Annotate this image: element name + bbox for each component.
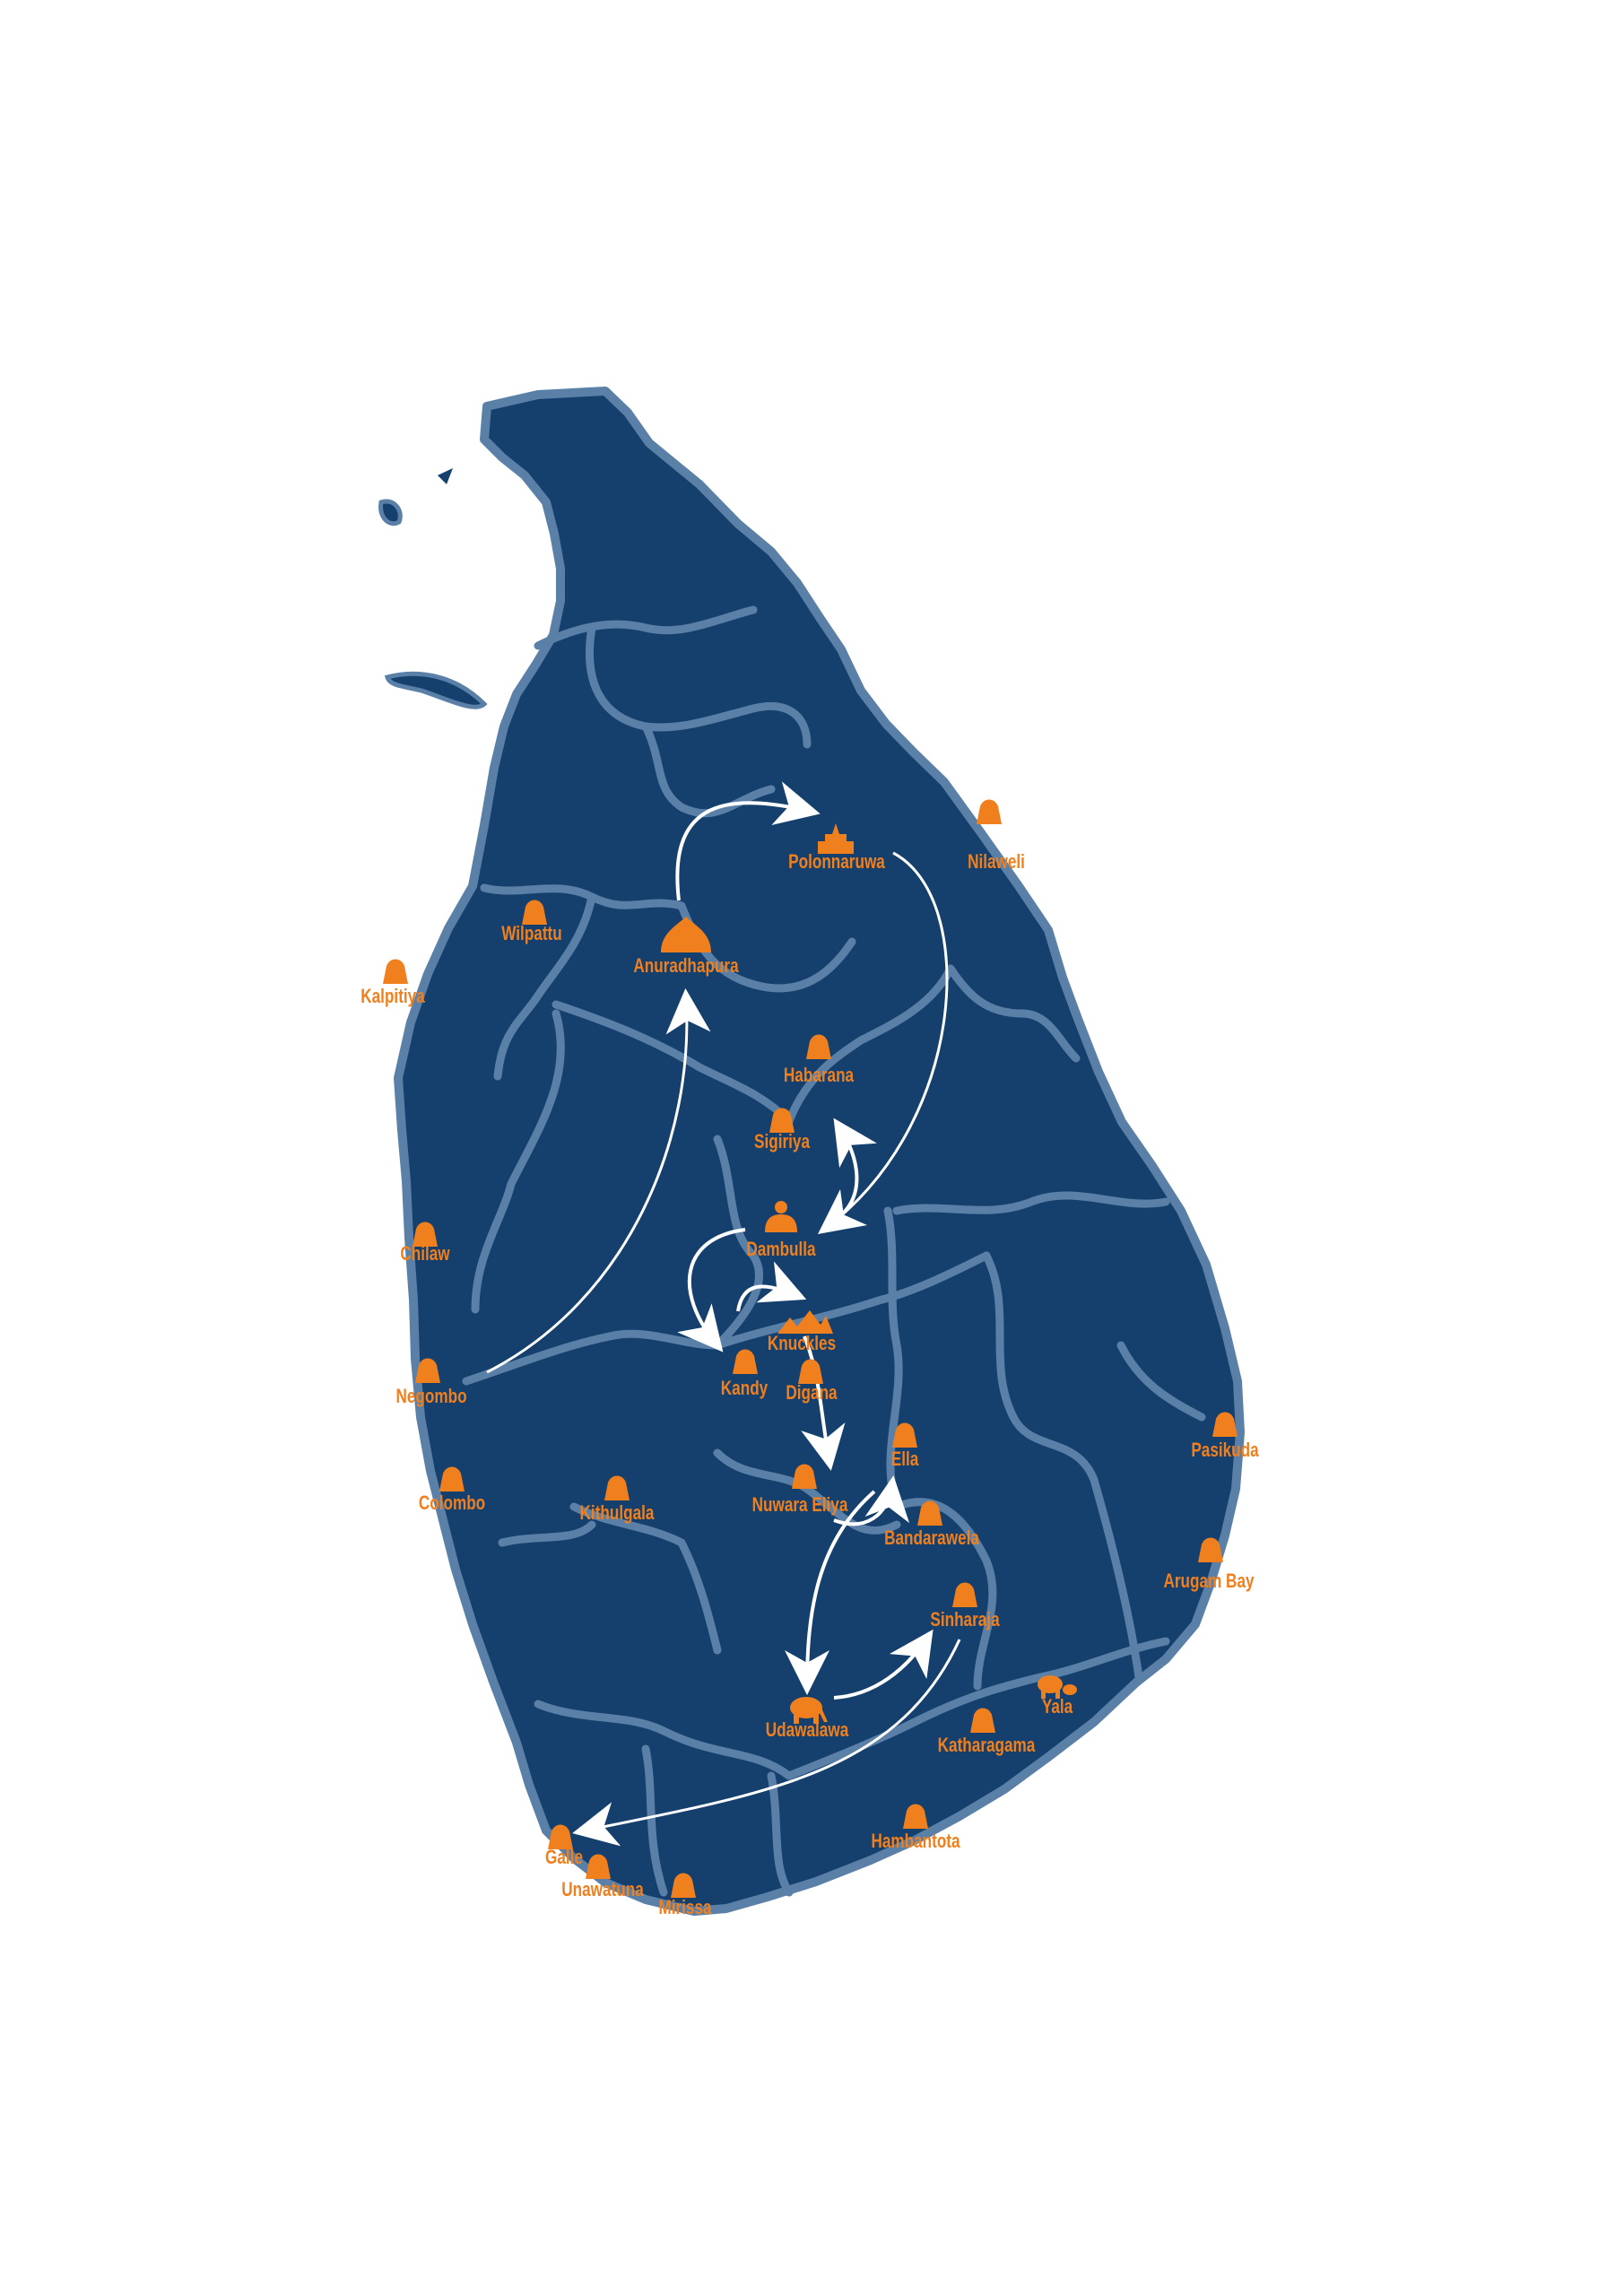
destination-label: Sigiriya	[754, 1131, 811, 1153]
destination-digana[interactable]: Digana	[786, 1359, 838, 1405]
destination-label: Kalpitiya	[360, 986, 425, 1008]
island-outline	[378, 387, 1245, 1916]
palm-beach-icon	[415, 1358, 440, 1383]
route-arrow-sinharaja-to-galle	[572, 1639, 961, 1847]
boat-icon	[413, 1222, 438, 1247]
dolphin-icon	[383, 959, 408, 984]
route-arrow-kandy-to-knuckles	[736, 1261, 807, 1312]
temple-icon	[818, 823, 854, 854]
destination-label: Ella	[891, 1448, 919, 1471]
hammock-icon	[1212, 1412, 1238, 1437]
destination-knuckles[interactable]: Knuckles	[768, 1310, 836, 1355]
destination-label: Digana	[786, 1382, 838, 1405]
rock-fortress-icon	[769, 1108, 795, 1133]
destination-dambulla[interactable]: Dambulla	[746, 1201, 816, 1261]
destination-label: Dambulla	[746, 1239, 816, 1261]
destination-label: Habarana	[784, 1065, 855, 1087]
tea-hills-icon	[917, 1500, 942, 1526]
elephants-icon	[1038, 1675, 1077, 1699]
destination-label: Pasikuda	[1191, 1439, 1259, 1462]
meditation-icon	[798, 1359, 823, 1384]
destination-label: Nilaweli	[968, 851, 1025, 874]
route-arrow-anuradhapura-to-polonnaruwa	[675, 781, 821, 901]
destination-label: Unawatuna	[561, 1879, 644, 1901]
destination-label: Kandy	[721, 1378, 768, 1400]
route-arrow-udawalawa-to-sinharaja	[833, 1629, 934, 1700]
destination-label: Udawalawa	[766, 1719, 849, 1742]
destination-label: Galle	[545, 1847, 583, 1869]
destination-label: Mirissa	[658, 1897, 712, 1919]
mountains-icon	[777, 1310, 833, 1334]
destination-label: Arugam Bay	[1163, 1570, 1254, 1593]
destination-colombo[interactable]: Colombo	[419, 1466, 485, 1515]
destination-chilaw[interactable]: Chilaw	[400, 1222, 450, 1265]
destination-label: Colombo	[419, 1492, 485, 1515]
destination-mirissa[interactable]: Mirissa	[658, 1873, 712, 1919]
rainforest-icon	[952, 1582, 977, 1607]
whale-icon	[671, 1873, 696, 1898]
route-arrow-nuwara-eliya-to-ella	[833, 1475, 910, 1526]
destination-anuradhapura[interactable]: Anuradhapura	[633, 917, 740, 978]
destination-label: Katharagama	[938, 1735, 1037, 1757]
buddha-icon	[765, 1201, 797, 1232]
beach-chair-icon	[586, 1854, 611, 1879]
elephant-icon	[790, 1697, 828, 1724]
destination-bandarawela[interactable]: Bandarawela	[884, 1500, 980, 1550]
destination-label: Hambantota	[871, 1831, 960, 1853]
route-arrows	[486, 781, 961, 1847]
destination-label: Yala	[1042, 1696, 1073, 1718]
destination-habarana[interactable]: Habarana	[784, 1034, 855, 1087]
destination-kalpitiya[interactable]: Kalpitiya	[360, 959, 426, 1008]
destination-ella[interactable]: Ella	[891, 1422, 919, 1471]
destination-label: Nuwara Eliya	[752, 1494, 849, 1517]
route-arrow-polonnaruwa-to-dambulla	[818, 851, 949, 1235]
destination-yala[interactable]: Yala	[1038, 1675, 1077, 1718]
destination-sinharaja[interactable]: Sinharaja	[930, 1582, 1001, 1631]
destination-label: Bandarawela	[884, 1527, 980, 1550]
route-arrow-negombo-to-anuradhapura	[486, 988, 711, 1374]
peacock-icon	[970, 1708, 995, 1733]
stupa-icon	[661, 917, 711, 952]
destination-label: Sinharaja	[930, 1609, 1000, 1631]
destination-label: Negombo	[395, 1386, 466, 1408]
destination-arugam-bay[interactable]: Arugam Bay	[1163, 1537, 1255, 1593]
rafting-icon	[604, 1475, 630, 1500]
hot-air-balloon-icon	[806, 1034, 831, 1059]
tea-leaf-icon	[792, 1464, 817, 1489]
route-arrow-dambulla-to-kandy	[677, 1228, 746, 1352]
route-arrow-ella-to-udawalawa	[785, 1490, 876, 1695]
cricket-icon	[903, 1804, 928, 1829]
destination-label: Knuckles	[768, 1333, 836, 1355]
destination-nuwara-eliya[interactable]: Nuwara Eliya	[752, 1464, 849, 1517]
destination-katharagama[interactable]: Katharagama	[938, 1708, 1037, 1757]
destination-udawalawa[interactable]: Udawalawa	[766, 1697, 849, 1742]
dancer-icon	[733, 1349, 758, 1374]
destination-label: Wilpattu	[501, 923, 561, 945]
destination-label: Polonnaruwa	[788, 851, 886, 874]
destinations: Polonnaruwa NilaweliWilpattuAnuradhapuraK…	[360, 799, 1260, 1919]
destination-wilpattu[interactable]: Wilpattu	[501, 900, 562, 945]
route-arrow-knuckles-to-nuwara-eliya	[801, 1335, 846, 1471]
bridge-icon	[892, 1422, 917, 1448]
diver-icon	[977, 799, 1002, 824]
destination-nilaweli[interactable]: Nilaweli	[968, 799, 1025, 874]
destination-negombo[interactable]: Negombo	[395, 1358, 467, 1408]
destination-label: Chilaw	[400, 1243, 450, 1265]
tuk-tuk-icon	[439, 1466, 465, 1492]
destination-pasikuda[interactable]: Pasikuda	[1191, 1412, 1260, 1462]
destination-unawatuna[interactable]: Unawatuna	[561, 1854, 645, 1901]
leopard-icon	[522, 900, 547, 925]
route-arrow-dambulla-to-sigiriya	[833, 1118, 877, 1217]
destination-hambantota[interactable]: Hambantota	[871, 1804, 960, 1853]
destination-label: Anuradhapura	[633, 955, 739, 978]
destination-kithulgala[interactable]: Kithulgala	[580, 1475, 656, 1525]
destination-galle[interactable]: Galle	[545, 1824, 583, 1869]
destination-kandy[interactable]: Kandy	[721, 1349, 768, 1400]
destination-sigiriya[interactable]: Sigiriya	[754, 1108, 811, 1153]
destination-polonnaruwa[interactable]: Polonnaruwa	[788, 823, 886, 874]
surfer-icon	[1198, 1537, 1223, 1562]
lighthouse-icon	[548, 1824, 573, 1849]
destination-label: Kithulgala	[580, 1502, 656, 1525]
